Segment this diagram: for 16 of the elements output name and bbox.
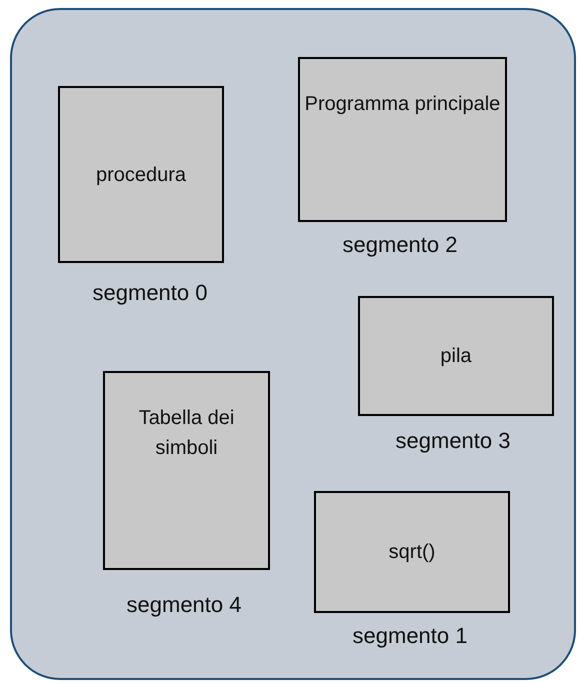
segment-label: segmento 2 xyxy=(342,232,458,258)
segment-content: Programma principale xyxy=(304,92,500,117)
segment-label: segmento 3 xyxy=(396,428,510,454)
segment-content: pila xyxy=(440,344,472,369)
segment-box xyxy=(58,86,224,263)
segment-box xyxy=(298,57,507,222)
segment-content: sqrt() xyxy=(388,540,436,565)
segment-box xyxy=(314,491,510,613)
segment-content: procedura xyxy=(96,162,186,188)
segment-box xyxy=(358,296,554,416)
segment-content: Tabella dei simboli xyxy=(138,406,236,461)
segment-label: segmento 1 xyxy=(352,623,468,649)
segment-box xyxy=(103,371,270,570)
segment-label: segmento 0 xyxy=(92,280,208,306)
segment-label: segmento 4 xyxy=(126,592,242,618)
rounded-panel xyxy=(10,8,576,680)
